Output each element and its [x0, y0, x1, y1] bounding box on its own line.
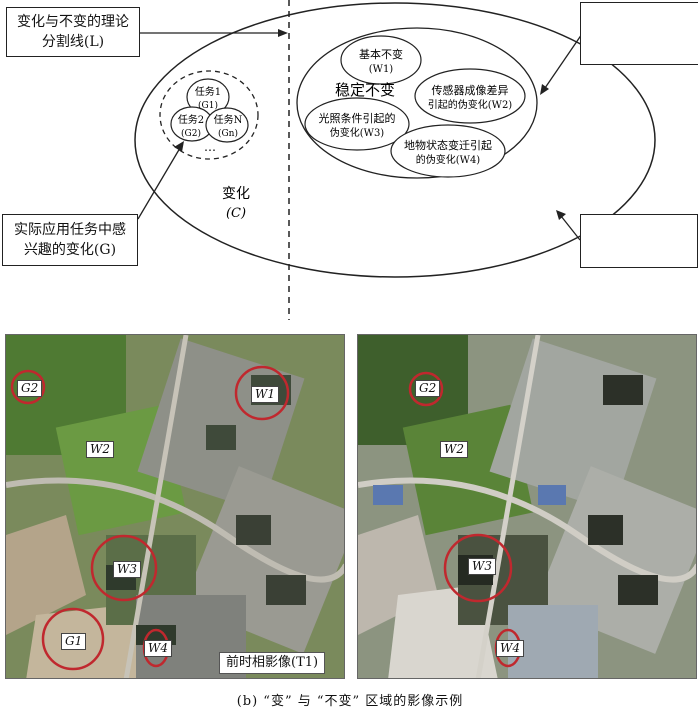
image-t1-caption: 前时相影像(T1): [219, 652, 326, 674]
interest-label-line1: 实际应用任务中感: [14, 222, 126, 238]
t2-w3-marker: [443, 533, 513, 603]
w1-marker: [234, 365, 290, 421]
concept-diagram: 稳定不变 变化 (C) 基本不变 (W1) 传感器成像差异 引起的伪变化(W2)…: [0, 0, 700, 320]
taskn-label-line2: (Gn): [218, 128, 238, 139]
w2-ellipse: [414, 68, 526, 124]
change-ellipse: [134, 2, 656, 278]
task2-label-line2: (G2): [181, 128, 201, 139]
w1-ellipse: [340, 35, 422, 85]
image-t2-canvas: [358, 335, 696, 678]
interest-arrow: [137, 147, 181, 220]
w2-label-line2: 引起的伪变化(W2): [428, 98, 513, 111]
figure-caption: (b) “变” 与 “不变” 区域的影像示例: [236, 694, 464, 709]
right-bottom-box: [580, 214, 698, 268]
g1-marker: [41, 607, 105, 671]
w1-label-line1: 基本不变: [359, 47, 403, 61]
tag-w2: W2: [86, 441, 114, 458]
task2-label-line1: 任务2: [178, 113, 204, 126]
taskn-label-line1: 任务N: [214, 113, 243, 126]
image-t1: G2 W1 W2 W3 G1 W4: [5, 334, 345, 679]
right-top-arrowhead: [540, 84, 549, 95]
w4-label-line2: 的伪变化(W4): [416, 153, 481, 166]
t2-g2-marker: [408, 371, 444, 407]
taskn-ellipse: [205, 107, 249, 143]
t2-tag-g2: G2: [415, 380, 441, 397]
diagram-canvas: 稳定不变 变化 (C) 基本不变 (W1) 传感器成像差异 引起的伪变化(W2)…: [134, 0, 656, 320]
t2-tag-w4: W4: [496, 640, 524, 657]
image-t2: G2 W2 W3 W4: [357, 334, 697, 679]
tag-w3: W3: [113, 561, 141, 578]
tag-g1: G1: [61, 633, 87, 650]
interest-arrowhead: [174, 141, 184, 152]
t2-tag-w3: W3: [468, 558, 496, 575]
divider-arrowhead: [278, 29, 288, 37]
right-bottom-arrowhead: [556, 210, 566, 220]
w3-label-line2: 伪变化(W3): [330, 126, 385, 139]
w1-label-line2: (W1): [369, 64, 394, 75]
task1-label-line2: (G1): [198, 100, 218, 111]
g2-marker: [10, 369, 46, 405]
stable-label: 稳定不变: [335, 81, 395, 99]
w2-label-line1: 传感器成像差异: [432, 83, 509, 97]
stable-ellipse: [296, 27, 538, 179]
w4-label-line1: 地物状态变迁引起: [404, 138, 492, 152]
right-bottom-arrow: [560, 215, 581, 241]
tag-g2: G2: [17, 380, 43, 397]
t2-tag-w2: W2: [440, 441, 468, 458]
interest-label-line2: 兴趣的变化(G): [23, 242, 117, 258]
tag-w1: W1: [251, 386, 279, 403]
w3-marker: [90, 534, 158, 602]
change-label: 变化: [222, 186, 250, 202]
tasks-ellipsis: …: [204, 140, 216, 154]
tag-w4: W4: [144, 640, 172, 657]
task1-label-line1: 任务1: [195, 85, 221, 98]
interest-label-box: 实际应用任务中感 兴趣的变化(G): [2, 214, 138, 266]
change-symbol: (C): [226, 206, 246, 221]
w3-ellipse: [304, 97, 410, 151]
divider-label-box: 变化与不变的理论 分割线(L): [6, 7, 140, 57]
image-t1-canvas: [6, 335, 344, 678]
tasks-dashed-ellipse: [159, 70, 259, 160]
right-top-box: [580, 2, 698, 65]
w4-ellipse: [390, 124, 506, 178]
divider-label-line1: 变化与不变的理论: [17, 14, 129, 30]
w3-label-line1: 光照条件引起的: [319, 111, 396, 125]
divider-label-line2: 分割线(L): [41, 34, 105, 50]
